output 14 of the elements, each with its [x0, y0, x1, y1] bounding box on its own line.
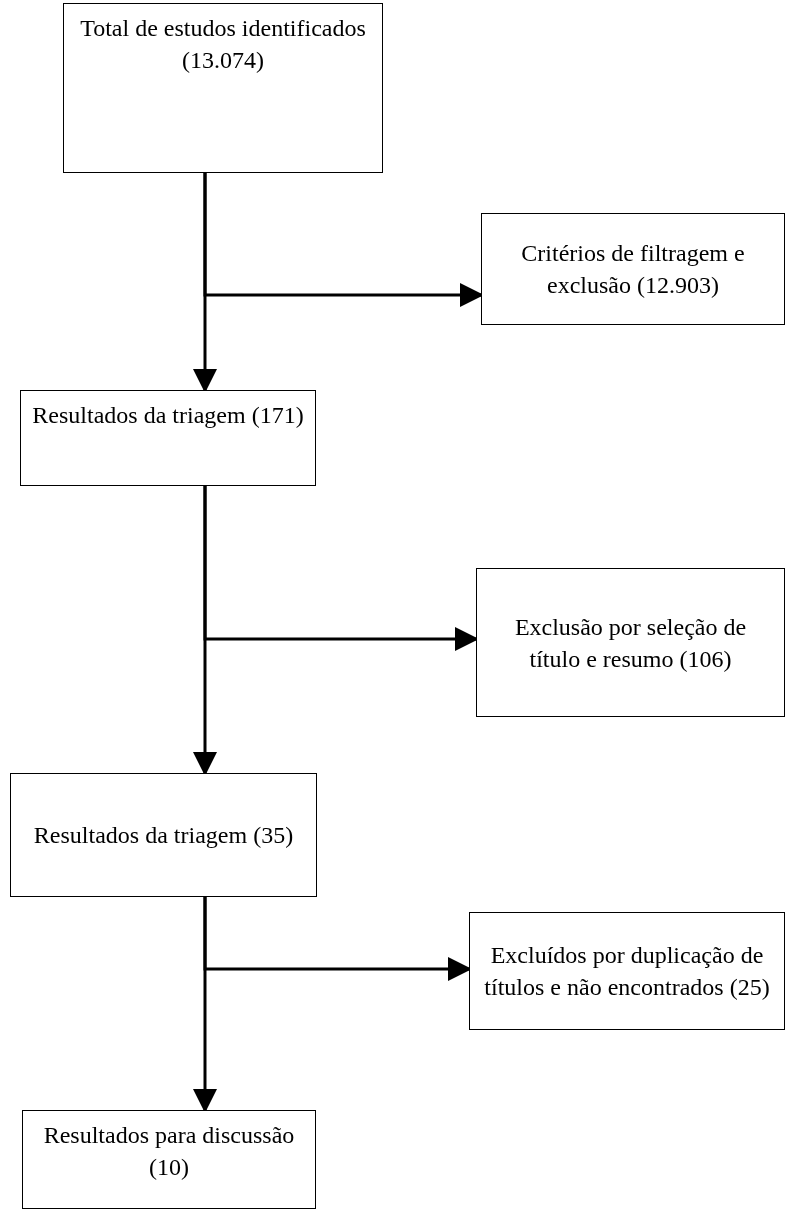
box-text: Total de estudos identificados (13.074) [79, 14, 367, 75]
box-text: Resultados da triagem (35) [33, 821, 294, 850]
process-box [22, 1110, 316, 1209]
box-text: Resultados para discussão (10) [42, 1121, 296, 1182]
process-box [481, 213, 785, 325]
box-text: Resultados da triagem (171) [32, 401, 304, 430]
process-box [63, 3, 383, 173]
box-text: Critérios de filtragem e exclusão (12.903) [520, 239, 746, 300]
process-box [20, 390, 316, 486]
process-box [469, 912, 785, 1030]
box-text: Excluídos por duplicação de títulos e não encontrados (25) [483, 941, 771, 1002]
process-box [10, 773, 317, 897]
box-text: Exclusão por seleção de título e resumo (106) [513, 612, 748, 674]
process-box [476, 568, 785, 717]
